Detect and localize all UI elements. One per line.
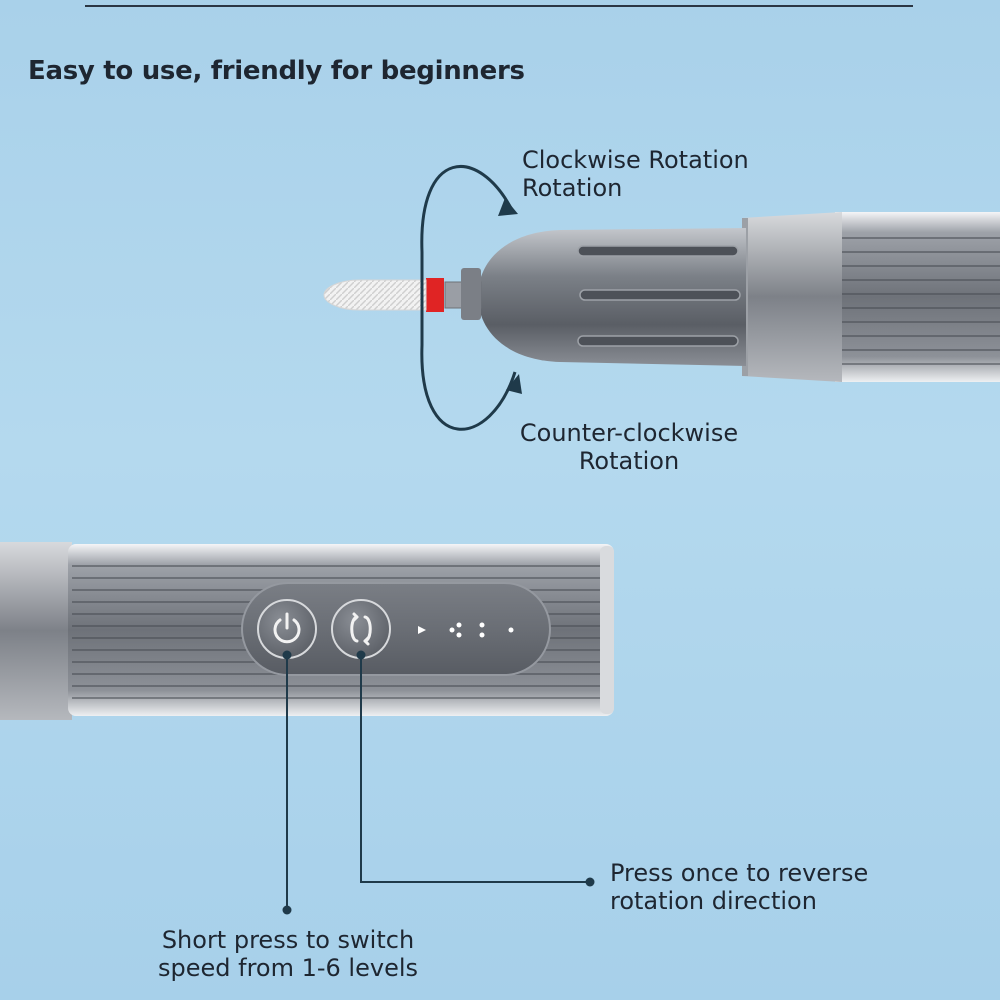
power-button-label: Short press to switch speed from 1-6 lev… xyxy=(138,926,438,982)
power-button-label-line2: speed from 1-6 levels xyxy=(157,954,418,982)
counter-clockwise-label-line2: Rotation xyxy=(578,447,680,475)
clockwise-label-line2: Rotation xyxy=(522,174,623,202)
reverse-button-label-line1: Press once to reverse xyxy=(610,859,869,887)
nose-vent-slots xyxy=(577,245,741,347)
power-icon xyxy=(273,612,301,644)
counter-clockwise-arrow-icon xyxy=(506,374,522,394)
sanding-bit xyxy=(323,279,427,311)
handpiece-grip xyxy=(835,212,1000,382)
clockwise-label-line1: Clockwise Rotation xyxy=(522,146,749,174)
control-panel xyxy=(241,582,551,676)
headline: Easy to use, friendly for beginners xyxy=(28,56,525,86)
power-button-label-line1: Short press to switch xyxy=(161,926,415,954)
clockwise-label: Clockwise Rotation Rotation xyxy=(522,146,749,202)
speed-level-icon xyxy=(418,626,426,634)
top-divider xyxy=(85,5,913,7)
reverse-button-label-line2: rotation direction xyxy=(610,887,817,915)
rotation-arrows xyxy=(420,165,517,431)
handpiece-collar xyxy=(742,212,842,382)
clockwise-arrow-icon xyxy=(498,198,518,216)
counter-clockwise-label: Counter-clockwise Rotation xyxy=(513,419,745,475)
reverse-button-label: Press once to reverse rotation direction xyxy=(610,859,868,915)
counter-clockwise-label-line1: Counter-clockwise xyxy=(519,419,739,447)
speed-indicator xyxy=(418,622,514,638)
collet-red-ring xyxy=(426,278,444,312)
reverse-rotation-icon xyxy=(350,612,372,646)
